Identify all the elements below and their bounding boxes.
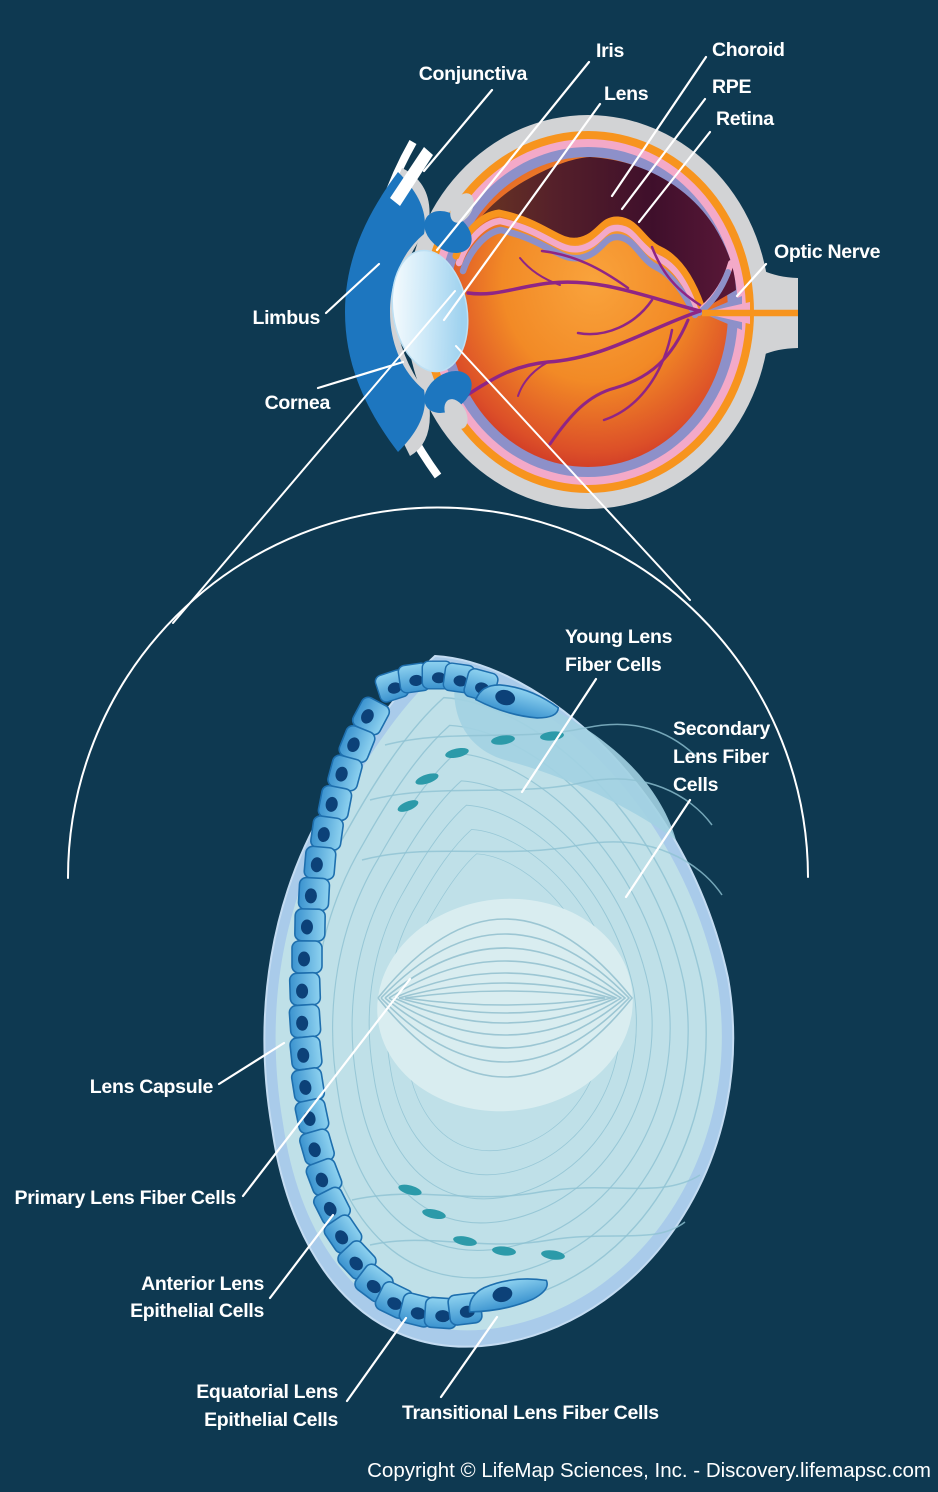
retinal-vessels xyxy=(460,245,702,446)
magnifier-line-left xyxy=(172,290,456,624)
epithelial-cell xyxy=(288,971,322,1007)
lens-suture xyxy=(404,990,606,1006)
peeled-layer-bands xyxy=(452,209,734,319)
leader-lens xyxy=(442,102,602,322)
epithelial-cell-row xyxy=(288,660,560,1330)
epithelial-cell xyxy=(289,1066,327,1104)
eye-diagram xyxy=(345,115,798,509)
label-anterior-epithelial-1: Anterior Lens xyxy=(141,1273,264,1295)
ciliary-process-lower xyxy=(444,399,468,429)
leader-lens-capsule xyxy=(217,1041,286,1086)
iris-ciliary-body xyxy=(345,172,425,452)
leader-conjunctiva xyxy=(422,88,494,173)
label-conjunctiva: Conjunctiva xyxy=(419,63,528,85)
label-secondary-fibers-3: Cells xyxy=(673,774,719,796)
young-fiber-zone xyxy=(454,678,676,840)
label-lens: Lens xyxy=(604,83,649,105)
fiber-nuclei xyxy=(397,731,565,1260)
label-anterior-epithelial-2: Epithelial Cells xyxy=(130,1300,264,1322)
magnifier-arc xyxy=(67,506,809,879)
anterior-segment xyxy=(345,140,474,479)
leader-rpe xyxy=(620,97,707,211)
epithelial-cell xyxy=(288,1003,322,1039)
label-choroid: Choroid xyxy=(712,39,785,61)
label-secondary-fibers-1: Secondary xyxy=(673,718,770,740)
leader-anterior-epithelial xyxy=(268,1213,335,1300)
epithelial-cell xyxy=(293,907,327,943)
leader-young-fibers xyxy=(520,677,598,794)
epithelial-cell xyxy=(302,844,338,882)
label-equatorial-epithelial-2: Epithelial Cells xyxy=(204,1409,338,1431)
leader-iris xyxy=(435,60,591,252)
label-iris: Iris xyxy=(596,40,625,62)
leader-limbus xyxy=(324,262,381,315)
transitional-fiber-cell-bottom xyxy=(468,1278,548,1313)
label-lens-capsule: Lens Capsule xyxy=(90,1076,214,1098)
label-secondary-fibers-2: Lens Fiber xyxy=(673,746,769,768)
label-young-fibers-1: Young Lens xyxy=(565,626,673,648)
epithelial-cell xyxy=(309,814,345,852)
iris-lower-lobe xyxy=(424,371,472,413)
leader-optic-nerve xyxy=(735,262,768,298)
label-cornea: Cornea xyxy=(265,392,331,414)
label-limbus: Limbus xyxy=(252,307,320,329)
transitional-fiber-cell-top xyxy=(474,684,560,719)
leader-cornea xyxy=(316,360,405,390)
magnification-callout xyxy=(67,290,809,879)
copyright-text: Copyright © LifeMap Sciences, Inc. - Dis… xyxy=(367,1459,931,1482)
label-transitional-fibers: Transitional Lens Fiber Cells xyxy=(402,1402,659,1424)
ciliary-process-upper xyxy=(450,193,474,223)
leader-transitional-fibers xyxy=(439,1315,499,1399)
leader-secondary-fibers xyxy=(624,798,692,899)
label-primary-fibers: Primary Lens Fiber Cells xyxy=(15,1187,237,1209)
leader-lines xyxy=(217,55,768,1403)
magnifier-line-right xyxy=(455,345,691,601)
label-equatorial-epithelial-1: Equatorial Lens xyxy=(196,1381,338,1403)
label-rpe: RPE xyxy=(712,76,751,98)
lens-diagram xyxy=(263,655,735,1348)
label-young-fibers-2: Fiber Cells xyxy=(565,654,662,676)
label-retina: Retina xyxy=(716,108,774,130)
leader-choroid xyxy=(610,55,708,198)
epithelial-cell xyxy=(288,1034,324,1072)
retina-cutaway xyxy=(456,157,736,311)
primary-fiber-zone xyxy=(377,898,634,1112)
optic-nerve-head xyxy=(702,296,798,330)
label-optic-nerve: Optic Nerve xyxy=(774,241,881,263)
leader-primary-fibers xyxy=(241,977,412,1198)
labels: Conjunctiva Iris Lens Choroid RPE Retina… xyxy=(15,39,881,1431)
epithelial-cell xyxy=(291,940,323,974)
leader-equatorial-epithelial xyxy=(345,1316,408,1403)
conjunctiva-band xyxy=(390,147,433,206)
leader-retina xyxy=(637,130,712,224)
epithelial-cell xyxy=(297,876,331,912)
